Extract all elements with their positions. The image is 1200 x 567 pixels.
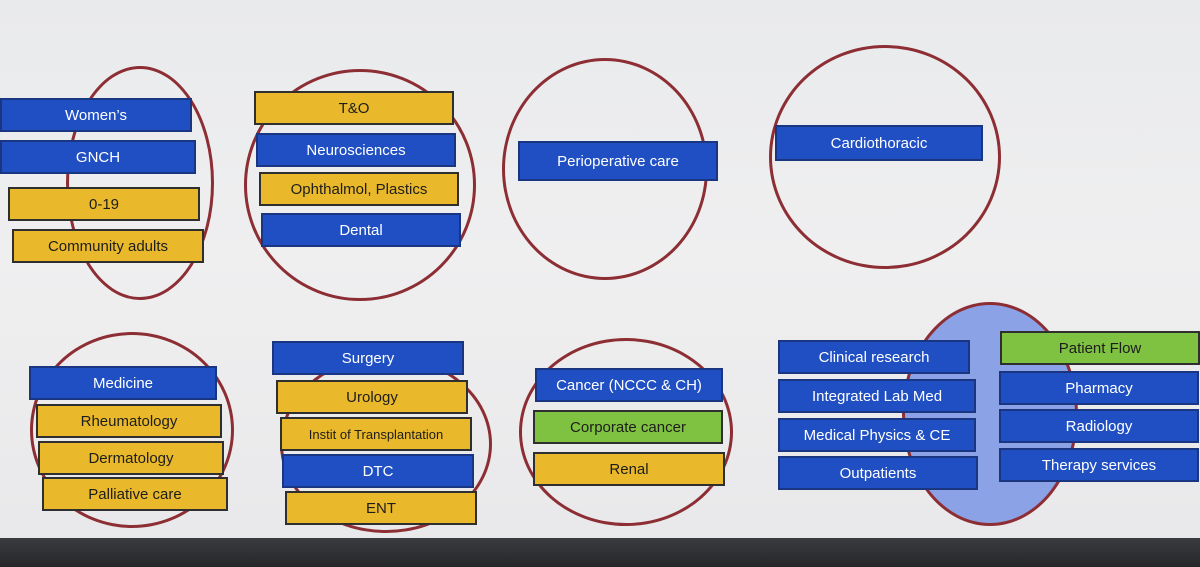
monitor-bezel <box>0 538 1200 567</box>
group-7-circle <box>519 338 733 526</box>
unit-cardiothoracic: Cardiothoracic <box>775 125 983 161</box>
unit-gnch: GNCH <box>0 140 196 174</box>
unit-outpatients: Outpatients <box>778 456 978 490</box>
unit-womens: Women’s <box>0 98 192 132</box>
unit-integrated-lab-med: Integrated Lab Med <box>778 379 976 413</box>
group-5-circle <box>30 332 234 528</box>
unit-t-and-o: T&O <box>254 91 454 125</box>
unit-ent: ENT <box>285 491 477 525</box>
unit-neurosciences: Neurosciences <box>256 133 456 167</box>
unit-perioperative-care: Perioperative care <box>518 141 718 181</box>
unit-dermatology: Dermatology <box>38 441 224 475</box>
unit-medicine: Medicine <box>29 366 217 400</box>
unit-rheumatology: Rheumatology <box>36 404 222 438</box>
diagram-slide: Women’s GNCH 0-19 Community adults T&O N… <box>0 45 1200 533</box>
group-1-circle <box>66 66 214 300</box>
unit-cancer-nccc-ch: Cancer (NCCC & CH) <box>535 368 723 402</box>
unit-palliative-care: Palliative care <box>42 477 228 511</box>
unit-0-19: 0-19 <box>8 187 200 221</box>
unit-community-adults: Community adults <box>12 229 204 263</box>
unit-pharmacy: Pharmacy <box>999 371 1199 405</box>
unit-surgery: Surgery <box>272 341 464 375</box>
group-2-circle <box>244 69 476 301</box>
unit-patient-flow: Patient Flow <box>1000 331 1200 365</box>
unit-ophthalmol-plastics: Ophthalmol, Plastics <box>259 172 459 206</box>
unit-therapy-services: Therapy services <box>999 448 1199 482</box>
group-4-circle <box>769 45 1001 269</box>
unit-renal: Renal <box>533 452 725 486</box>
unit-corporate-cancer: Corporate cancer <box>533 410 723 444</box>
unit-radiology: Radiology <box>999 409 1199 443</box>
unit-medical-physics-ce: Medical Physics & CE <box>778 418 976 452</box>
unit-urology: Urology <box>276 380 468 414</box>
unit-clinical-research: Clinical research <box>778 340 970 374</box>
unit-dtc: DTC <box>282 454 474 488</box>
unit-dental: Dental <box>261 213 461 247</box>
unit-instit-of-transplantation: Instit of Transplantation <box>280 417 472 451</box>
